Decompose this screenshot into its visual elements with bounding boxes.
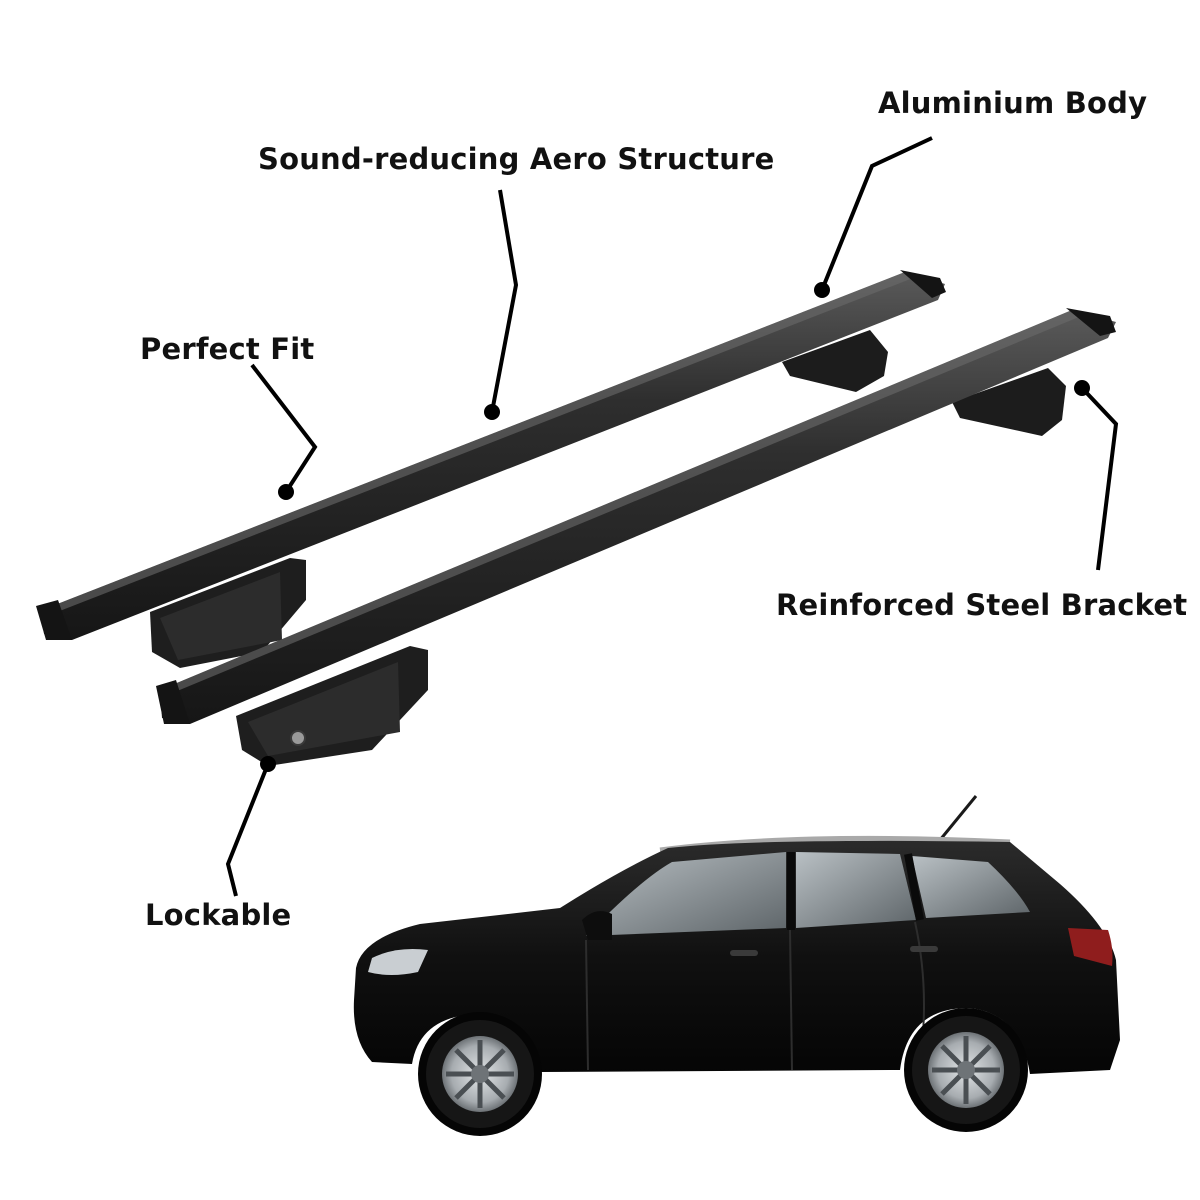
leader-reinforced-bracket — [1080, 386, 1119, 571]
lock-icon — [290, 730, 306, 746]
label-lockable: Lockable — [145, 898, 292, 932]
window-rear — [796, 852, 916, 928]
roof-bar-rear — [36, 270, 946, 668]
leader-lines — [225, 136, 1119, 897]
roof-bar-front — [156, 308, 1116, 766]
bracket-rear-right — [782, 330, 888, 392]
label-sound-reducing: Sound-reducing Aero Structure — [258, 142, 775, 176]
bracket-front-right — [952, 368, 1066, 436]
window-front — [586, 852, 786, 936]
label-aluminium-body: Aluminium Body — [878, 86, 1148, 120]
leader-aluminium-body — [820, 136, 933, 291]
car-image — [353, 795, 1120, 1136]
wheel-rear — [912, 1016, 1020, 1124]
wheel-front — [426, 1020, 534, 1128]
label-reinforced-bracket: Reinforced Steel Bracket — [776, 588, 1188, 622]
leader-perfect-fit — [250, 363, 318, 494]
window-quarter — [912, 856, 1030, 918]
leader-lockable — [225, 763, 270, 897]
label-perfect-fit: Perfect Fit — [140, 332, 315, 366]
leader-sound-reducing — [490, 189, 519, 413]
leader-dots — [260, 282, 1090, 772]
